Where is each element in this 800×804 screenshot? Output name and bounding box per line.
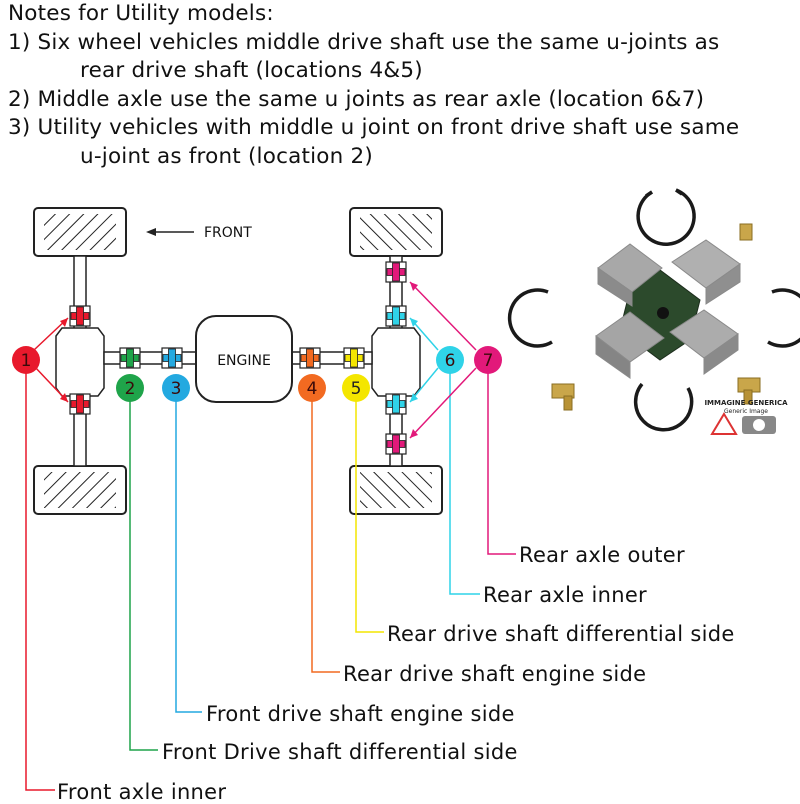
callout-arrowhead-1 bbox=[60, 318, 68, 327]
grease-fittings bbox=[551, 223, 761, 411]
wheel-rear-right bbox=[349, 465, 443, 515]
u-joint-cross-3 bbox=[161, 347, 183, 369]
note-1-line-2: rear drive shaft (locations 4&5) bbox=[80, 58, 423, 83]
note-3-line-2: u-joint as front (location 2) bbox=[80, 143, 373, 169]
u-joint-cross-1 bbox=[69, 393, 91, 415]
front-arrow-head bbox=[146, 228, 156, 236]
wheel-front-left bbox=[33, 207, 127, 257]
u-joint-product-image: IMMAGINE GENERICA Generic Image bbox=[507, 188, 800, 435]
watermark-line-2: Generic Image bbox=[724, 408, 768, 415]
location-badge-6: 6 bbox=[436, 346, 464, 374]
location-badge-3: 3 bbox=[162, 374, 190, 402]
location-number-7: 7 bbox=[483, 351, 494, 371]
circlip-rings bbox=[507, 188, 800, 432]
u-joint-cross-1 bbox=[69, 305, 91, 327]
label-location-7: Rear axle outer bbox=[519, 543, 685, 567]
label-location-6: Rear axle inner bbox=[483, 583, 647, 607]
u-joint-cross-2 bbox=[119, 347, 141, 369]
note-2: 2) Middle axle use the same u joints as … bbox=[8, 86, 705, 112]
u-joint-markers bbox=[69, 261, 407, 455]
front-axle bbox=[55, 255, 105, 467]
location-badge-5: 5 bbox=[342, 374, 370, 402]
note-1-line-1: 1) Six wheel vehicles middle drive shaft… bbox=[8, 29, 720, 55]
u-joint-cross-6 bbox=[385, 305, 407, 327]
location-number-1: 1 bbox=[21, 351, 32, 371]
warning-icon bbox=[710, 412, 738, 435]
location-number-2: 2 bbox=[125, 379, 136, 399]
u-joint-cross-5 bbox=[343, 347, 365, 369]
location-badge-4: 4 bbox=[298, 374, 326, 402]
spider-hole bbox=[657, 307, 669, 319]
u-joint-cross-7 bbox=[385, 261, 407, 283]
callout-line-3 bbox=[175, 392, 202, 713]
engine-block bbox=[195, 315, 293, 403]
label-location-2: Front Drive shaft differential side bbox=[162, 740, 518, 764]
front-drive-shaft bbox=[103, 351, 199, 365]
callout-arrowhead-1 bbox=[60, 393, 68, 402]
location-number-6: 6 bbox=[445, 351, 456, 371]
notes-heading: Notes for Utility models: bbox=[8, 1, 274, 26]
front-label: FRONT bbox=[204, 225, 252, 241]
location-badge-2: 2 bbox=[116, 374, 144, 402]
note-3-line-1: 3) Utility vehicles with middle u joint … bbox=[8, 115, 740, 140]
callout-lines bbox=[25, 281, 516, 791]
callout-line-7 bbox=[409, 281, 516, 555]
watermark-line-1: IMMAGINE GENERICA bbox=[704, 399, 788, 407]
u-joint-cross-7 bbox=[385, 433, 407, 455]
location-number-5: 5 bbox=[351, 379, 362, 399]
u-joint-cross-4 bbox=[299, 347, 321, 369]
callout-line-5 bbox=[355, 392, 384, 633]
engine-label: ENGINE bbox=[217, 353, 271, 369]
callout-arrowhead-7 bbox=[410, 282, 418, 291]
location-number-3: 3 bbox=[171, 379, 182, 399]
callout-arrowhead-7 bbox=[410, 429, 418, 438]
label-location-5: Rear drive shaft differential side bbox=[387, 622, 735, 646]
location-number-4: 4 bbox=[307, 379, 318, 399]
u-joint-cross-6 bbox=[385, 393, 407, 415]
wheel-rear-left bbox=[349, 207, 443, 257]
label-location-4: Rear drive shaft engine side bbox=[343, 662, 647, 686]
label-location-1: Front axle inner bbox=[57, 780, 227, 804]
wheel-front-right bbox=[33, 465, 127, 515]
location-badges: 1 2 3 4 5 6 7 bbox=[12, 346, 502, 402]
callout-arrowhead-6 bbox=[410, 393, 418, 402]
callout-arrowhead-6 bbox=[410, 318, 418, 327]
utility-notes: Notes for Utility models: 1) Six wheel v… bbox=[8, 0, 798, 171]
callout-line-2 bbox=[129, 392, 158, 751]
callout-line-4 bbox=[311, 392, 340, 673]
location-badge-1: 1 bbox=[12, 346, 40, 374]
label-location-3: Front drive shaft engine side bbox=[206, 702, 515, 726]
bearing-caps bbox=[595, 239, 741, 379]
location-badge-7: 7 bbox=[474, 346, 502, 374]
